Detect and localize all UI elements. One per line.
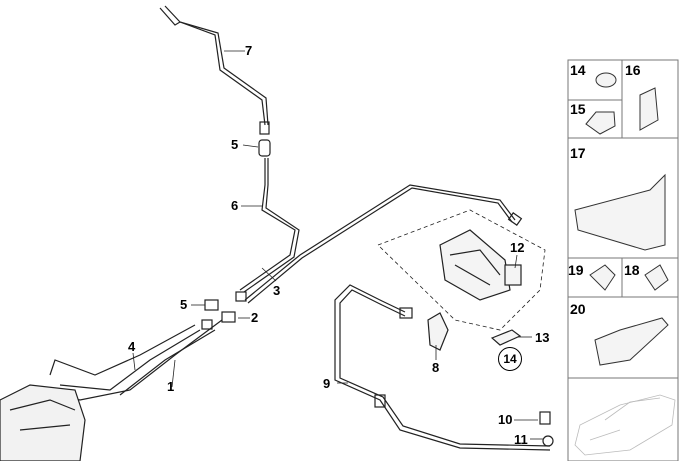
callout-11: 11 xyxy=(514,432,528,447)
panel-label-20: 20 xyxy=(570,301,586,317)
grommet-14 xyxy=(595,72,617,88)
fitting xyxy=(399,307,413,319)
panel-label-17: 17 xyxy=(570,145,586,161)
brake-hose-9 xyxy=(334,284,551,451)
callout-12: 12 xyxy=(510,240,525,255)
brake-line-7 xyxy=(159,7,266,126)
bracket-8 xyxy=(427,312,449,351)
fitting xyxy=(539,411,551,425)
callout-3: 3 xyxy=(273,283,281,298)
callout-5: 5 xyxy=(180,297,188,312)
callout-5-top: 5 xyxy=(231,137,239,152)
car-thumbnail xyxy=(574,394,676,456)
callout-6: 6 xyxy=(231,198,239,213)
bracket xyxy=(439,229,511,301)
fitting xyxy=(201,319,213,330)
bracket-outline xyxy=(377,209,546,331)
panel-label-19: 19 xyxy=(568,262,584,278)
fitting xyxy=(235,291,247,302)
fitting xyxy=(374,394,386,408)
clip-13 xyxy=(490,329,522,346)
fitting xyxy=(221,311,236,323)
panel-label-14: 14 xyxy=(570,62,586,78)
holder-17 xyxy=(574,173,666,251)
brake-line-6 xyxy=(239,158,296,291)
callout-2: 2 xyxy=(251,310,259,325)
callout-9: 9 xyxy=(323,376,331,391)
brake-line-4 xyxy=(49,324,196,376)
washer xyxy=(542,435,554,447)
fitting xyxy=(204,299,219,311)
abs-unit xyxy=(0,384,86,461)
panel-label-16: 16 xyxy=(625,62,641,78)
callout-14-circled: 14 xyxy=(498,347,522,371)
clip-18 xyxy=(644,264,669,291)
clip-19 xyxy=(589,264,616,291)
panel-label-18: 18 xyxy=(624,262,640,278)
fitting xyxy=(259,121,270,135)
clip-20 xyxy=(594,317,669,366)
callout-13: 13 xyxy=(535,330,550,345)
clip-15 xyxy=(585,111,616,135)
clip-16 xyxy=(639,87,659,131)
panel-label-15: 15 xyxy=(570,101,586,117)
callout-1: 1 xyxy=(167,379,175,394)
fitting xyxy=(258,139,271,157)
callout-10: 10 xyxy=(498,412,513,427)
callout-4: 4 xyxy=(128,339,136,354)
brake-line-3 xyxy=(244,184,516,301)
brake-line-1 xyxy=(59,329,201,391)
callout-7: 7 xyxy=(245,43,253,58)
callout-8: 8 xyxy=(432,360,440,375)
parts-panel xyxy=(567,59,679,461)
